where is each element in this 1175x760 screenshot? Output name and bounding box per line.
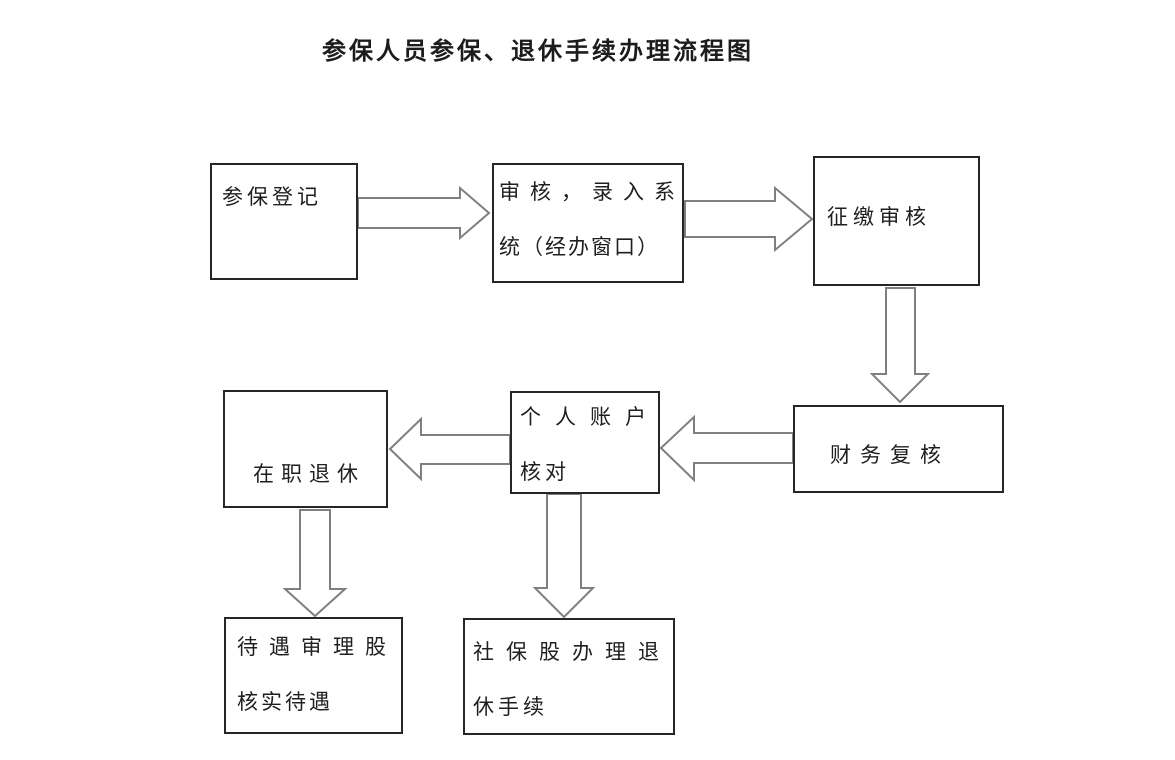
node-in-service-retirement: 在职退休 [223, 390, 388, 508]
node-label: 财务复核 [830, 444, 950, 467]
node-label-line2: 统（经办窗口） [499, 236, 660, 259]
node-label: 征缴审核 [827, 206, 931, 229]
node-social-security-retirement-procedure: 社保股办理退 休手续 [463, 618, 675, 735]
node-label-line1: 社保股办理退 [473, 641, 671, 664]
node-label-line2: 休手续 [473, 696, 548, 719]
arrow-finance-to-account-icon [659, 414, 794, 483]
arrow-collection-to-finance-icon [869, 287, 931, 404]
node-label: 在职退休 [253, 463, 365, 486]
node-label-line2: 核对 [520, 461, 570, 484]
node-label-line2: 核实待遇 [237, 691, 333, 714]
page-title: 参保人员参保、退休手续办理流程图 [322, 38, 754, 65]
node-review-system-entry: 审核，录入系 统（经办窗口） [492, 163, 684, 283]
arrow-account-to-retire-icon [388, 416, 511, 482]
node-label-line1: 待遇审理股 [237, 636, 397, 659]
node-enrollment-registration: 参保登记 [210, 163, 358, 280]
node-label-line1: 审核，录入系 [499, 181, 685, 204]
node-collection-audit: 征缴审核 [813, 156, 980, 286]
node-personal-account-check: 个人账户 核对 [510, 391, 660, 494]
node-label-line1: 个人账户 [520, 406, 660, 429]
arrow-retire-to-benefit-icon [282, 509, 348, 618]
arrow-register-to-review-icon [357, 185, 491, 241]
arrow-account-to-shebao-icon [532, 493, 596, 619]
arrow-review-to-collection-icon [684, 185, 814, 253]
node-finance-recheck: 财务复核 [793, 405, 1004, 493]
node-benefit-verification: 待遇审理股 核实待遇 [224, 617, 403, 734]
node-label: 参保登记 [222, 186, 322, 209]
